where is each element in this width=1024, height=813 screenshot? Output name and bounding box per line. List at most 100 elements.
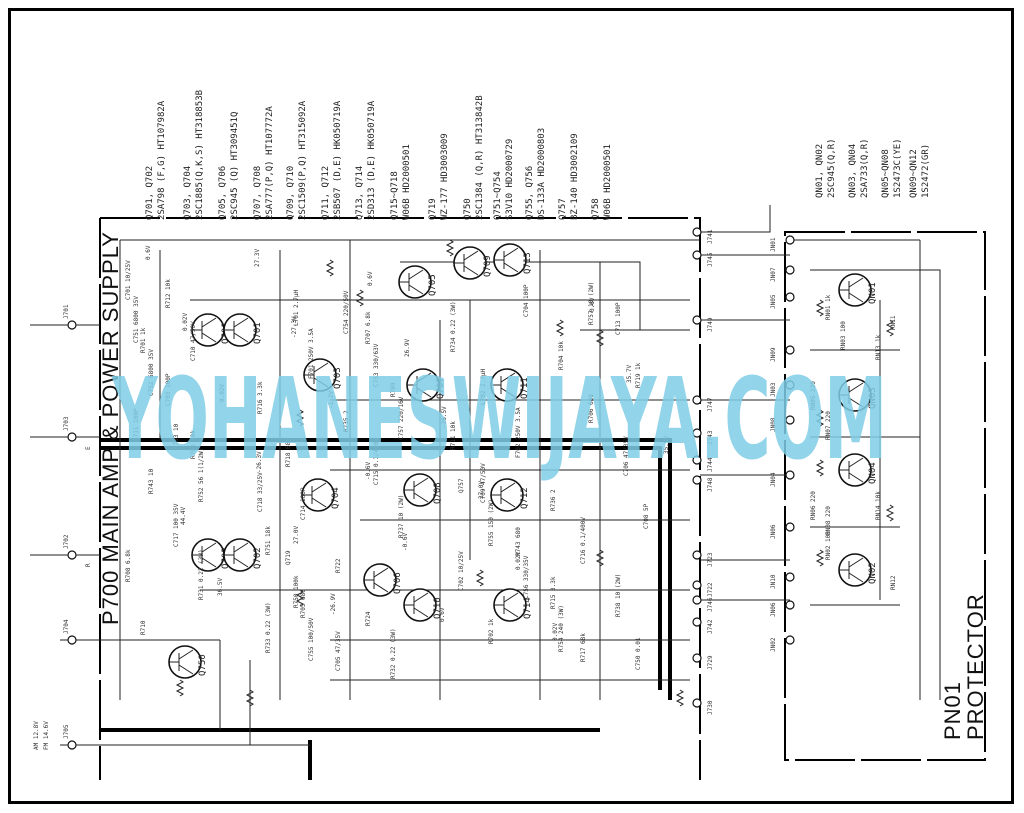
resistor-symbol bbox=[555, 319, 565, 337]
connector-label: J746 bbox=[707, 597, 714, 612]
voltage-label: -0.6V bbox=[365, 462, 372, 480]
resistor-symbol bbox=[815, 549, 825, 567]
resistor-symbol bbox=[815, 459, 825, 477]
protector-connector-terminal bbox=[785, 345, 795, 355]
component-label: R751 18k bbox=[265, 526, 272, 555]
connectors: J741J745J749J747J743J744J748J723J722J746… bbox=[33, 227, 795, 750]
transistor-label: Q713 bbox=[523, 252, 533, 274]
connector-terminal bbox=[692, 550, 702, 560]
protector-title-line1: PN01 bbox=[940, 681, 965, 740]
component-label: R731 0.22 (3W) bbox=[198, 549, 205, 600]
transistor-symbol: Q707 bbox=[406, 368, 446, 402]
connector-label: J730 bbox=[707, 700, 714, 715]
component-label: C755 100/50V bbox=[308, 617, 315, 661]
component-label: C705 47/35V bbox=[335, 631, 342, 671]
input-label: J701 bbox=[63, 304, 70, 319]
protector-connector-label: JN02 bbox=[770, 637, 777, 652]
component-label: R704 10k bbox=[558, 341, 565, 370]
connector-label: J749 bbox=[707, 317, 714, 332]
connector-label: J742 bbox=[707, 619, 714, 634]
transistor-label: Q708 bbox=[433, 482, 443, 504]
transistor-label: Q711 bbox=[520, 377, 530, 399]
component-label: RN14 10k bbox=[875, 491, 882, 520]
connector-terminal bbox=[692, 595, 702, 605]
protector-parts-type: 2SC945(Q,R) bbox=[827, 138, 837, 198]
connector-label: J748 bbox=[707, 477, 714, 492]
component-label: R708 6.8k bbox=[125, 549, 132, 582]
component-label: R753 10 bbox=[173, 423, 180, 449]
connector-label: J743 bbox=[707, 430, 714, 445]
component-label: R717 68k bbox=[580, 633, 587, 662]
connector-label: J741 bbox=[707, 229, 714, 244]
component-label: C710 47/50V bbox=[190, 321, 197, 361]
voltage-label: -26.9V bbox=[330, 593, 337, 615]
transistor-symbol: QN02 bbox=[838, 553, 878, 587]
protector-connector-label: JN01 bbox=[770, 237, 777, 252]
component-label: C716 0.1/400V bbox=[580, 517, 587, 564]
transistor-symbol: Q704 bbox=[301, 478, 341, 512]
protector-connector-label: JN05 bbox=[770, 294, 777, 309]
protector-title-line2: PROTECTOR bbox=[963, 593, 988, 740]
component-label: R719 1k bbox=[635, 362, 642, 388]
component-label: RN08 220 bbox=[825, 506, 832, 535]
protector-parts-type: 1S2472(GR) bbox=[921, 144, 931, 198]
connector-label: J747 bbox=[707, 397, 714, 412]
voltage-label: 36.5V bbox=[217, 578, 224, 596]
protector-connector-terminal bbox=[785, 470, 795, 480]
component-label: C718 33/25V bbox=[257, 472, 264, 512]
voltage-label: 0.02V bbox=[182, 313, 189, 331]
component-label: RN13 1k bbox=[875, 334, 882, 360]
connector-label: J722 bbox=[707, 582, 714, 597]
parts-list-designator: Q711, Q712 bbox=[321, 166, 331, 220]
component-label: L702 2.7µH bbox=[480, 368, 487, 405]
protector-connector-label: JN06 bbox=[770, 602, 777, 617]
component-label: R750 100k bbox=[293, 575, 300, 608]
voltage-label: -26.5V bbox=[441, 406, 448, 428]
transistor-symbol: Q709 bbox=[453, 246, 493, 280]
parts-list-designator: Q719 bbox=[428, 198, 438, 220]
transistors: Q701Q701Q702Q702Q703Q704Q705Q706Q707Q708… bbox=[168, 243, 878, 679]
component-label: C714 100P bbox=[300, 487, 307, 520]
parts-list-designator: Q709, Q710 bbox=[286, 166, 296, 220]
protector-parts-designator: QN09~QN12 bbox=[909, 149, 919, 198]
resistor-symbol bbox=[475, 569, 485, 587]
voltage-label: 0.6V bbox=[589, 297, 596, 312]
protector-connector-terminal bbox=[785, 572, 795, 582]
transistor-label: Q707 bbox=[436, 377, 446, 399]
transistor-symbol: Q714 bbox=[493, 588, 533, 622]
protector-connector-terminal bbox=[785, 415, 795, 425]
voltage-label: -27.3V bbox=[291, 316, 298, 338]
protector-connector-terminal bbox=[785, 380, 795, 390]
protector-parts-type: 2SA733(Q,R) bbox=[860, 138, 870, 198]
resistor-symbol bbox=[595, 549, 605, 567]
connector-label: J745 bbox=[707, 252, 714, 267]
connector-terminal bbox=[692, 475, 702, 485]
protector-connector-label: JN06 bbox=[770, 524, 777, 539]
connector-terminal bbox=[692, 250, 702, 260]
resistor-symbol bbox=[815, 299, 825, 317]
resistor-symbol bbox=[815, 409, 825, 427]
transistor-symbol: Q712 bbox=[490, 478, 530, 512]
parts-list-part-number: WZ-177 HD3003009 bbox=[440, 133, 450, 220]
connector-terminal bbox=[692, 580, 702, 590]
transistor-label: Q750 bbox=[198, 654, 208, 676]
protector-connector-label: JN08 bbox=[770, 417, 777, 432]
transistor-label: QN01 bbox=[868, 282, 878, 304]
component-label: C752 6800 35V bbox=[148, 349, 155, 396]
protector-connector-terminal bbox=[785, 600, 795, 610]
component-label: R738 10 (2W) bbox=[615, 574, 622, 617]
input-note: FM 14.6V bbox=[43, 721, 50, 750]
protector-parts-designator: QN05~QN08 bbox=[881, 149, 891, 198]
voltage-label: 0.6V bbox=[145, 245, 152, 260]
input-label: J705 bbox=[63, 724, 70, 739]
resistor-symbol bbox=[885, 504, 895, 522]
voltage-label: 0.6V bbox=[367, 271, 374, 286]
component-label: R757 10 (2W) bbox=[588, 282, 595, 325]
protector-connector-label: JN03 bbox=[770, 382, 777, 397]
transistor-symbol: QN01 bbox=[838, 273, 878, 307]
component-label: RN03 100 bbox=[840, 321, 847, 350]
component-label: L701 2.7µH bbox=[293, 289, 300, 326]
parts-list-designator: Q755, Q756 bbox=[525, 166, 535, 220]
transistor-label: Q710 bbox=[433, 597, 443, 619]
